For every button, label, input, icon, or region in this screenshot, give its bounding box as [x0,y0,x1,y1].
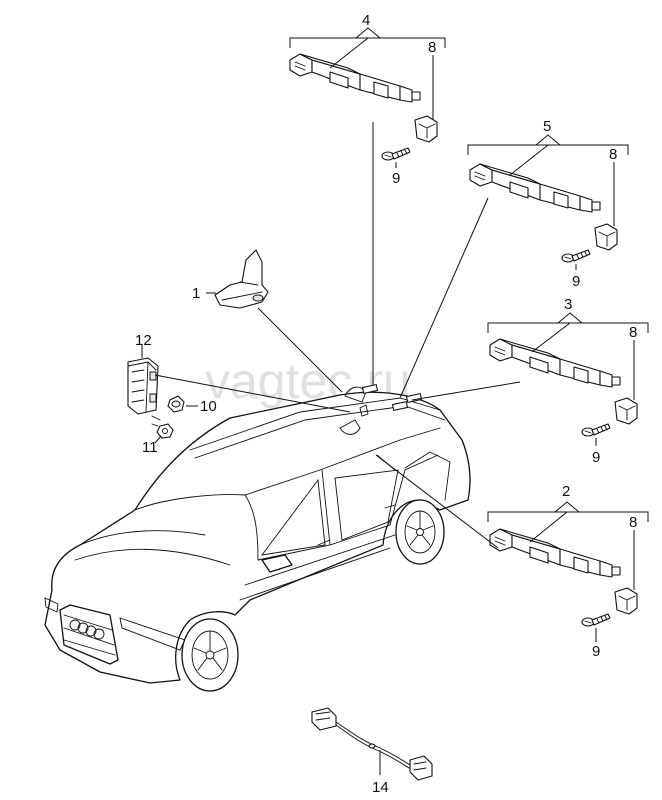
callout-10: 10 [200,398,217,415]
callout-5: 5 [543,118,551,135]
amplifier-part-3 [489,338,638,437]
grommet-part-10 [167,395,185,413]
front-wheel [181,618,239,692]
callout-11: 11 [142,439,158,456]
amplifier-part-5 [469,163,618,263]
nut-part-11 [156,423,174,439]
callout-8-part-5: 8 [609,146,617,163]
callout-3: 3 [564,296,572,313]
callout-8-part-2: 8 [629,514,637,531]
callout-2: 2 [562,483,570,500]
callout-9-part-4: 9 [392,170,400,187]
callout-1: 1 [192,285,200,302]
callout-8-part-3: 8 [629,324,637,341]
car-illustration [44,384,471,692]
amplifier-part-4 [289,53,438,161]
callout-12: 12 [135,332,152,349]
control-unit-part-12 [127,357,159,415]
roof-antenna-part-1 [214,249,269,309]
callout-9-part-3: 9 [592,449,600,466]
cable-part-14 [311,707,433,781]
callout-8-part-4: 8 [428,39,436,56]
callout-9-part-2: 9 [592,643,600,660]
callout-4: 4 [362,12,370,29]
amplifier-part-2 [489,528,638,627]
rear-wheel [395,499,445,565]
callout-14: 14 [372,779,389,796]
callout-9-part-5: 9 [572,273,580,290]
grille-rings [69,619,105,640]
